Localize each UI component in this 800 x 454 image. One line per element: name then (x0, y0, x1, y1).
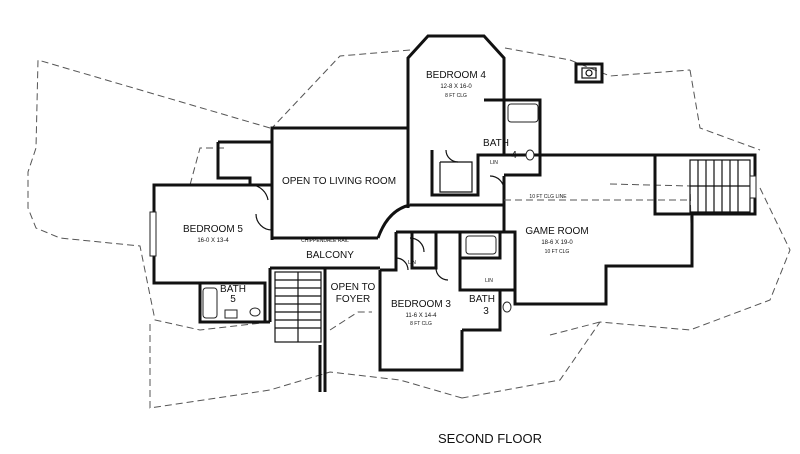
stairs-left (274, 271, 322, 343)
windows (149, 175, 757, 257)
open-foyer-line2: FOYER (336, 294, 370, 305)
game-room-ceiling: 10 FT CLG (545, 249, 570, 255)
bedroom3-dims: 11-6 X 14-4 (406, 313, 438, 319)
clg-line-label: 10 FT CLG LINE (529, 194, 567, 200)
bath4-name: BATH (483, 138, 509, 149)
stairs-right (689, 159, 751, 213)
game-room-name: GAME ROOM (525, 226, 588, 237)
roof-outline (27, 47, 791, 409)
rail-label: CHIPPENDALE RAIL (301, 238, 349, 244)
bedroom5-name: BEDROOM 5 (183, 224, 243, 235)
lin-label-3b: LIN (485, 278, 493, 284)
bath3-number: 3 (483, 306, 489, 317)
open-foyer-line1: OPEN TO (331, 282, 376, 293)
bedroom4-ceiling: 8 FT CLG (445, 93, 467, 99)
bath3-name: BATH (469, 294, 495, 305)
bath5-name: BATH (220, 284, 246, 295)
lin-label-3: LIN (408, 260, 416, 266)
bedroom4-name: BEDROOM 4 (426, 70, 486, 81)
floor-title: SECOND FLOOR (438, 431, 542, 446)
exterior-walls (152, 34, 757, 372)
open-living-name: OPEN TO LIVING ROOM (282, 176, 396, 187)
bedroom3-ceiling: 8 FT CLG (410, 321, 432, 327)
game-room-dims: 18-6 X 19-0 (541, 240, 573, 246)
lin-label-4: LIN (490, 160, 498, 166)
balcony-name: BALCONY (306, 250, 354, 261)
bedroom5-dims: 16-0 X 13-4 (197, 238, 229, 244)
interior-walls (200, 98, 542, 392)
doors (251, 149, 505, 281)
bath5-number: 5 (230, 294, 236, 305)
bath-fixtures (202, 103, 539, 319)
bedroom3-name: BEDROOM 3 (391, 299, 451, 310)
room-labels: BEDROOM 4 12-8 X 16-0 8 FT CLG BATH 4 LI… (183, 70, 690, 327)
bath4-number: 4 (511, 150, 517, 161)
bedroom4-dims: 12-8 X 16-0 (440, 84, 472, 90)
